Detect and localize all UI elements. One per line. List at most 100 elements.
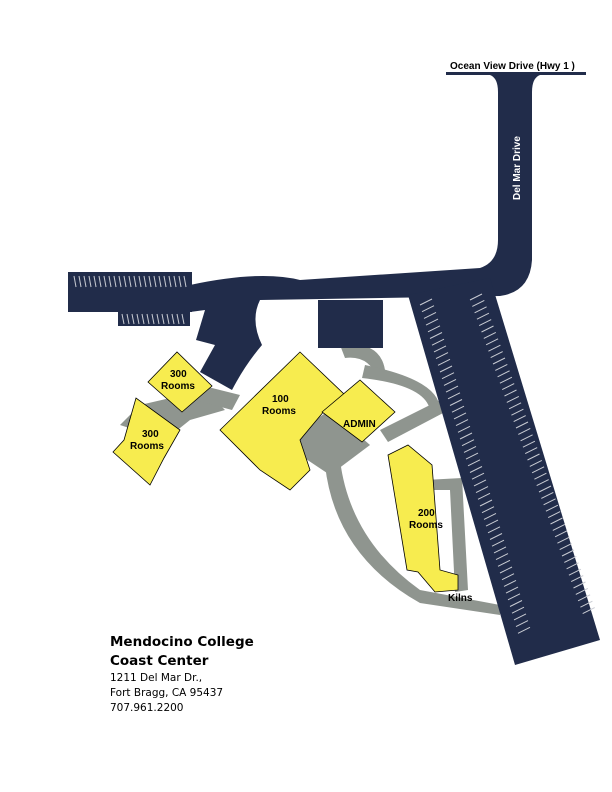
parking-stripe (513, 613, 527, 621)
parking-stripe (437, 358, 451, 366)
building-200 (387, 444, 459, 593)
parking-stripe (441, 372, 455, 380)
parking-stripe (543, 498, 556, 506)
building-300-upper (147, 351, 213, 413)
parking-stripe (475, 486, 489, 494)
parking-stripe (435, 352, 449, 360)
parking-stripe (455, 419, 469, 427)
parking-stripe (123, 275, 127, 288)
parking-stripe (419, 298, 433, 306)
parking-stripe (451, 405, 465, 413)
parking-stripe (423, 311, 437, 319)
parking-stripe (577, 594, 591, 602)
parking-stripe (131, 313, 135, 325)
parking-stripe (478, 319, 492, 327)
parking-stripe (166, 313, 170, 325)
center-name: Coast Center (110, 653, 209, 669)
parking-stripe (575, 587, 589, 595)
parking-stripe (485, 519, 499, 527)
parking-stripe (501, 573, 515, 581)
parking-stripe (78, 275, 82, 288)
parking-stripe (522, 440, 536, 448)
parking-stripe (183, 275, 187, 288)
parking-stripe (472, 299, 485, 307)
parking-stripe (88, 275, 92, 288)
parking-stripe (158, 275, 162, 288)
parking-stripe (126, 313, 130, 325)
parking-stripe (93, 275, 97, 288)
building-300-lower-label: Rooms (130, 441, 164, 452)
address-line-1: 1211 Del Mar Dr., (110, 672, 203, 684)
parking-stripe (536, 479, 549, 487)
parking-stripe (513, 415, 526, 423)
parking-stripe (568, 568, 582, 576)
parking-stripe (176, 313, 180, 325)
parking-stripe (515, 421, 529, 429)
parking-stripe (143, 275, 147, 288)
parking-stripe (529, 459, 543, 467)
building-300-lower-num: 300 (142, 429, 159, 440)
parking-stripe (98, 275, 102, 288)
parking-stripe (83, 275, 87, 288)
parking-stripe (445, 385, 459, 393)
roads (68, 72, 600, 665)
parking-stripes (73, 275, 595, 634)
parking-stripe (474, 306, 487, 314)
building-300-upper-num: 300 (170, 369, 187, 380)
parking-stripe (582, 607, 595, 615)
parking-stripe (461, 439, 475, 447)
building-200-num: 200 (418, 508, 435, 519)
parking-stripe (570, 575, 584, 583)
parking-stripe (178, 275, 182, 288)
parking-stripe (476, 312, 490, 320)
parking-stripe (493, 546, 507, 554)
parking-stripe (439, 365, 453, 373)
parking-stripe (161, 313, 165, 325)
parking-stripe (564, 555, 577, 563)
parking-stripe (469, 466, 483, 473)
parking-stripe (580, 600, 593, 608)
parking-stripe (505, 586, 519, 594)
parking-stripe (483, 512, 497, 520)
building-300-lower (112, 397, 181, 486)
address-line-2: Fort Bragg, CA 95437 (110, 687, 224, 699)
parking-stripe (168, 275, 172, 288)
parking-stripe (545, 504, 559, 512)
parking-stripe (541, 491, 554, 499)
parking-stripe (506, 395, 520, 403)
parking-stripe (481, 506, 495, 514)
parking-stripe (503, 579, 517, 587)
college-name: Mendocino College (110, 634, 254, 650)
parking-stripe (108, 275, 112, 288)
parking-stripe (499, 376, 513, 384)
parking-stripe (136, 313, 140, 325)
parking-stripe (559, 543, 572, 551)
parking-stripe (118, 275, 122, 288)
parking-stripe (473, 479, 487, 487)
parking-stripe (518, 427, 531, 435)
building-admin (321, 379, 396, 443)
parking-stripe (113, 275, 117, 288)
parking-stripe (489, 533, 503, 540)
parking-stripe (431, 338, 445, 346)
parking-stripe (171, 313, 175, 325)
parking-stripe (148, 275, 152, 288)
parking-stripe (181, 313, 185, 325)
building-100 (219, 351, 346, 491)
parking-stripe (73, 275, 77, 288)
parking-stripe (128, 275, 132, 288)
parking-stripe (429, 332, 443, 339)
buildings (112, 351, 459, 593)
parking-stripe (146, 313, 150, 325)
parking-stripe (497, 370, 510, 378)
parking-stripe (467, 459, 481, 467)
parking-stripe (509, 600, 523, 607)
parking-stripe (138, 275, 142, 288)
parking-stripe (501, 383, 515, 391)
building-100-num: 100 (272, 394, 289, 405)
parking-stripe (527, 453, 540, 461)
parking-stripe (163, 275, 167, 288)
parking-stripe (534, 472, 547, 480)
